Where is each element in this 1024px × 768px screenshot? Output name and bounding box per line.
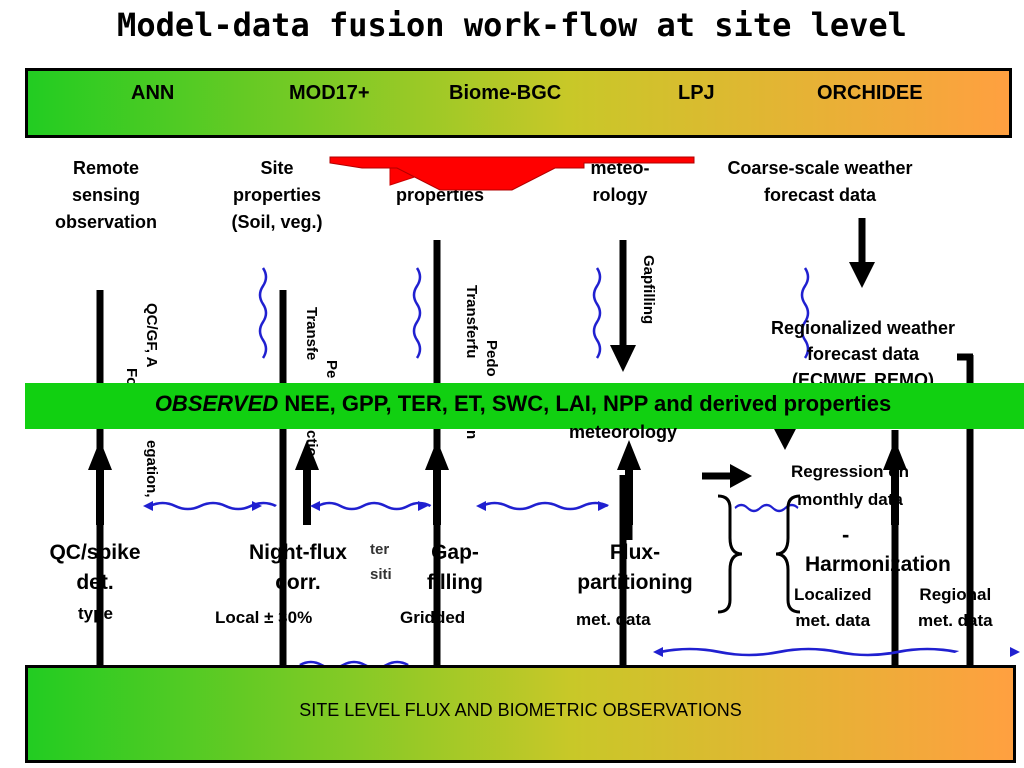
arrowhead-up-qc [88,440,112,470]
vlabel-gapfilling: Gapfilling [640,255,657,325]
model-bar [25,68,1012,138]
label-type: type [78,604,113,623]
arrowhead-regional [772,425,798,450]
brace-right [775,494,801,614]
arrowhead-coarse [849,262,875,288]
model-lpj: LPJ [678,82,715,104]
vlabel-pedo-right-a: Pedo [483,340,500,377]
vlabel-pedo-left-a: Pe [323,360,340,379]
vlabel-pedo-right-c: n [463,430,480,440]
model-ann: ANN [131,82,175,104]
arrowhead-up-site [295,440,319,470]
vwave-2 [412,266,422,360]
label-local: Local ± 30% [215,608,313,627]
vwave-3 [592,266,602,360]
hwave-2 [316,501,433,511]
observed-band [25,383,1024,429]
label-gridded: Gridded [400,608,466,627]
red-down-arrow-body [329,156,695,191]
process-flux-partitioning: Flux-partitioning [577,541,693,594]
hwave-3 [480,501,610,511]
hwave-5 [660,649,957,655]
model-mod17: MOD17+ [289,82,370,104]
vlabel-pedo-left-b: Transfe [303,307,320,361]
model-biome-bgc: Biome-BGC [449,82,562,104]
process-gap-filling: Gap-filling [427,541,483,594]
observation-bar-label: SITE LEVEL FLUX AND BIOMETRIC OBSERVATIO… [299,700,742,720]
arrowhead-up-flux [617,440,641,470]
vwave-1 [258,266,268,360]
vlabel-aggregation: egation, [143,440,160,498]
brace-left [717,494,743,614]
dot-mark: - [842,522,850,547]
vlabel-qc: QC/GF, A [143,303,160,368]
page-title: Model-data fusion work-flow at site leve… [117,6,907,44]
label-met-data: met. data [576,610,651,629]
arrowhead-right [730,464,752,488]
observed-text: OBSERVED NEE, GPP, TER, ET, SWC, LAI, NP… [154,391,892,416]
arrowhead-up-region [883,440,907,470]
partial-label-a: ter [370,541,390,558]
partial-label-b: siti [370,566,392,583]
arrowhead-up-grid [425,440,449,470]
arrowhead-meteo [610,345,636,372]
meteorology-label: meteorology [568,422,678,442]
vlabel-pedo-left-c: ctio [303,430,320,457]
process-harmonization: Harmonization [805,553,951,576]
observation-bar [25,665,1016,763]
model-orchidee: ORCHIDEE [817,82,923,104]
vlabel-pedo-right-b: Transferfu [463,285,480,359]
